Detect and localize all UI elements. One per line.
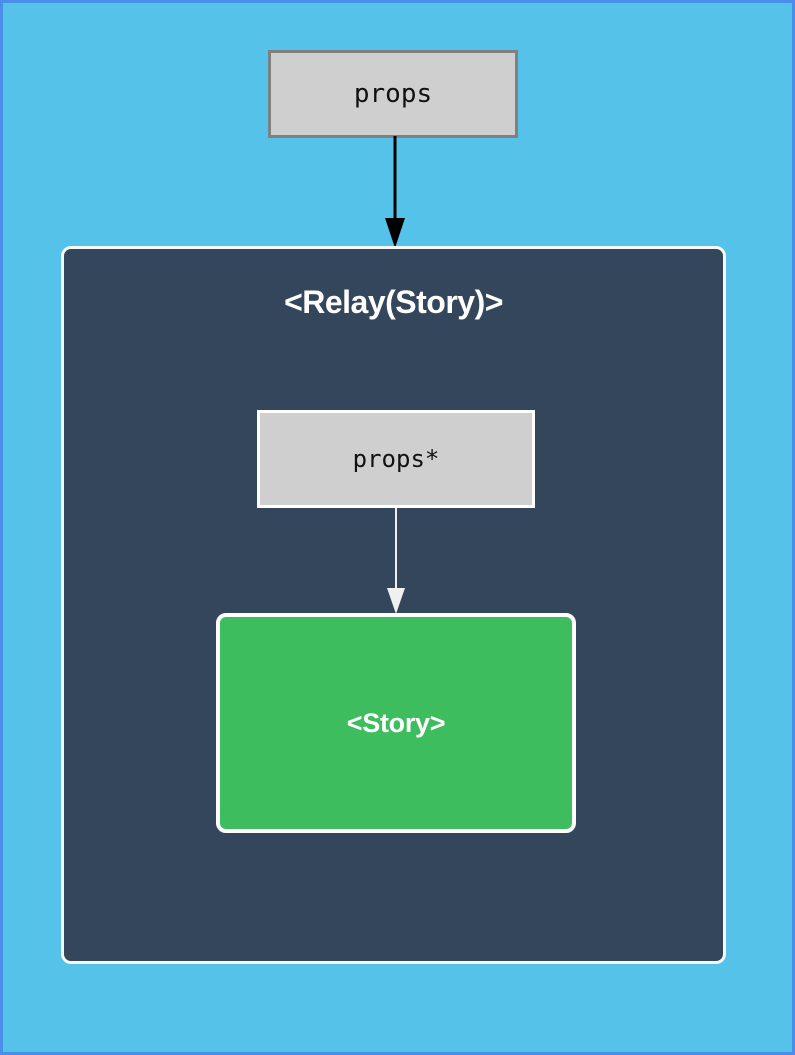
node-relay-container-title: <Relay(Story)> bbox=[284, 284, 503, 320]
edge-props-to-relay-arrow bbox=[385, 136, 405, 248]
edge-inner-props-to-story-arrowhead bbox=[387, 588, 405, 614]
node-props-inner[interactable]: props* bbox=[257, 410, 535, 508]
edge-inner-props-to-story-arrow bbox=[387, 508, 405, 614]
node-relay-container[interactable]: <Relay(Story)> props* <Story> bbox=[61, 246, 726, 964]
node-props-inner-label: props* bbox=[352, 445, 440, 473]
node-props-outer-label: props bbox=[353, 79, 433, 109]
node-story-component-label: <Story> bbox=[346, 707, 446, 738]
node-props-outer[interactable]: props bbox=[268, 50, 518, 138]
edge-props-to-relay-arrowhead bbox=[385, 218, 405, 248]
node-story-component[interactable]: <Story> bbox=[216, 613, 576, 833]
